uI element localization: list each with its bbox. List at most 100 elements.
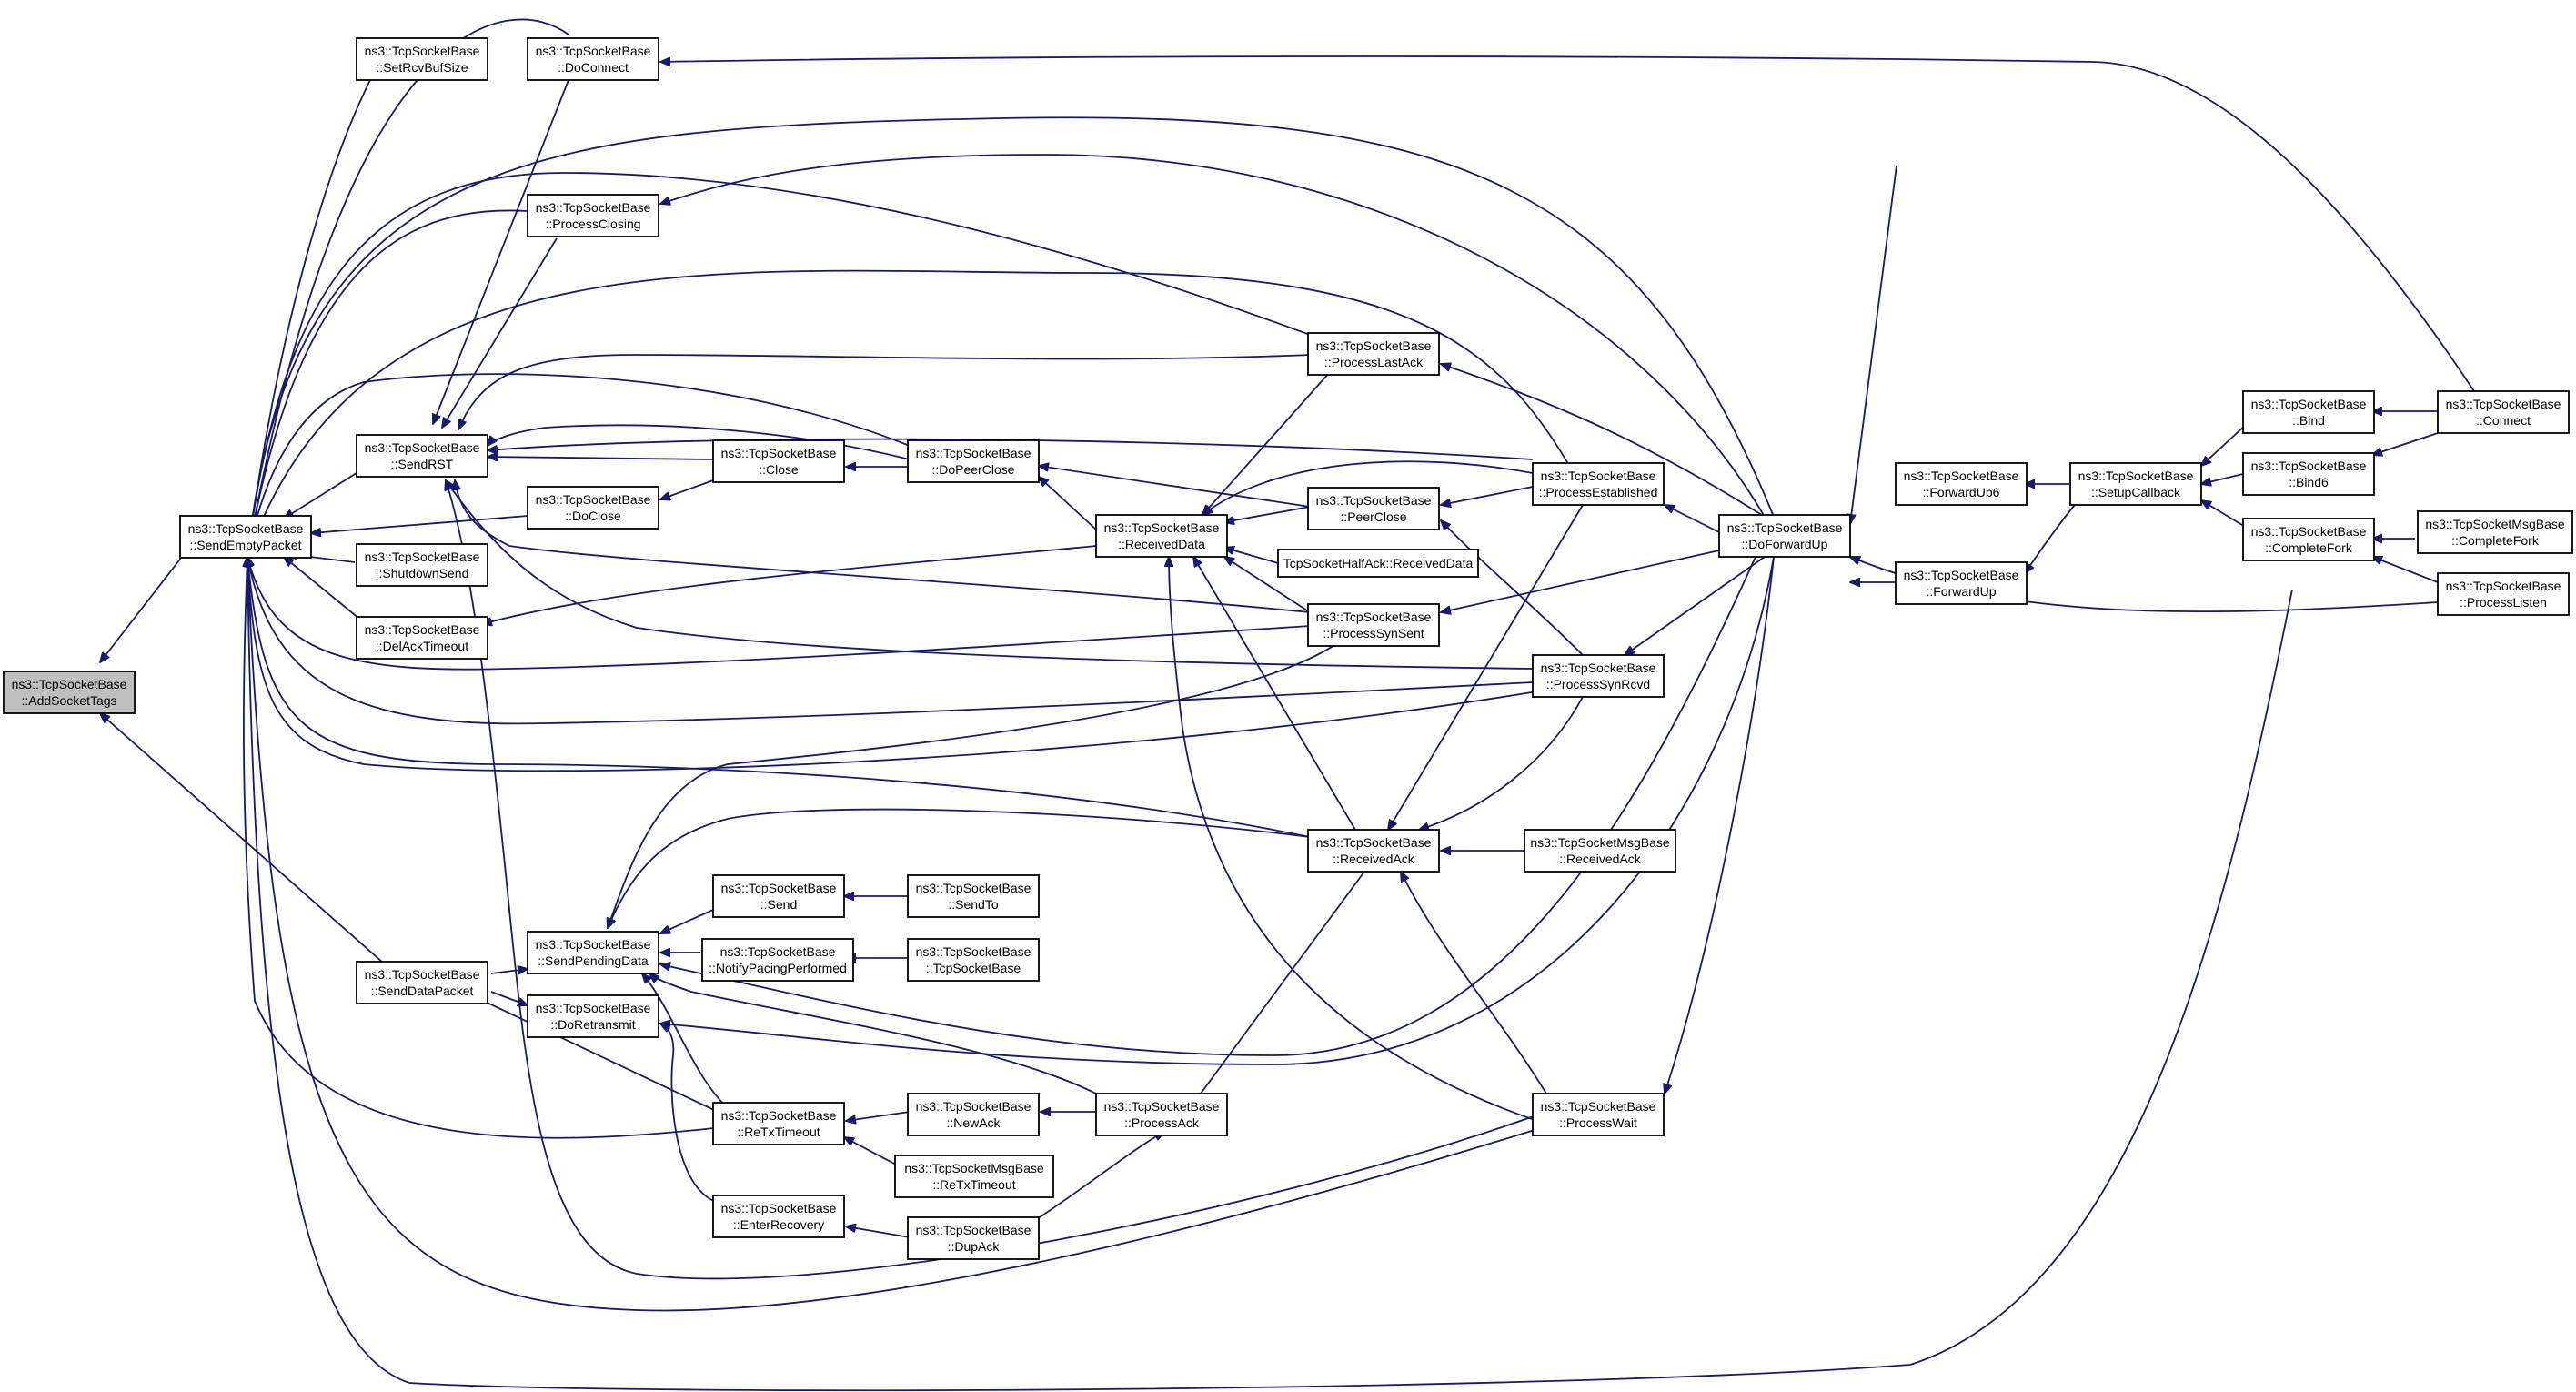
node-doretransmit-line1: ns3::TcpSocketBase bbox=[536, 1001, 651, 1015]
node-shutdownsend[interactable]: ns3::TcpSocketBase ::ShutdownSend bbox=[356, 543, 488, 587]
edge-doclose-sendemptypacket bbox=[311, 515, 528, 533]
edge-msgretxtimeout-retxtimeout bbox=[844, 1137, 897, 1165]
node-bind6-line2: ::Bind6 bbox=[2289, 475, 2329, 489]
node-dopeerclose-line2: ::DoPeerClose bbox=[931, 462, 1014, 477]
edge-send-sendpendingdata bbox=[660, 909, 714, 933]
node-sendto[interactable]: ns3::TcpSocketBase ::SendTo bbox=[907, 874, 1040, 918]
node-shutdownsend-line2: ::ShutdownSend bbox=[376, 566, 469, 580]
edge-processsynrcvd-peerclose bbox=[1441, 520, 1584, 656]
node-doconnect[interactable]: ns3::TcpSocketBase ::DoConnect bbox=[527, 37, 659, 81]
node-bind6[interactable]: ns3::TcpSocketBase ::Bind6 bbox=[2242, 452, 2375, 496]
node-dopeerclose[interactable]: ns3::TcpSocketBase ::DoPeerClose bbox=[907, 439, 1040, 483]
node-processack-line2: ::ProcessAck bbox=[1124, 1115, 1200, 1130]
node-bind-line2: ::Bind bbox=[2292, 413, 2325, 428]
node-doforwardup[interactable]: ns3::TcpSocketBase ::DoForwardUp bbox=[1718, 514, 1851, 558]
edge-peerclose-receiveddata bbox=[1224, 506, 1311, 522]
edge-dupack-processack bbox=[1036, 1132, 1164, 1220]
node-enterrecovery[interactable]: ns3::TcpSocketBase ::EnterRecovery bbox=[712, 1195, 845, 1238]
node-bind[interactable]: ns3::TcpSocketBase ::Bind bbox=[2242, 390, 2375, 434]
edge-senddatapacket-doretransmit bbox=[490, 991, 528, 1005]
node-retxtimeout[interactable]: ns3::TcpSocketBase ::ReTxTimeout bbox=[712, 1102, 845, 1145]
node-sendrst[interactable]: ns3::TcpSocketBase ::SendRST bbox=[356, 434, 488, 478]
node-receivedack[interactable]: ns3::TcpSocketBase ::ReceivedAck bbox=[1307, 829, 1440, 873]
edge-setrcvbufsize-sendemptypacket bbox=[247, 74, 374, 557]
node-receiveddata-line1: ns3::TcpSocketBase bbox=[1104, 520, 1220, 535]
edge-processack-sendpendingdata bbox=[649, 973, 1097, 1094]
node-forwardup[interactable]: ns3::TcpSocketBase ::ForwardUp bbox=[1895, 561, 2028, 605]
edge-close-sendrst bbox=[488, 457, 714, 459]
node-addsockettags[interactable]: ns3::TcpSocketBase ::AddSocketTags bbox=[3, 671, 136, 714]
node-delacktimeout-line1: ns3::TcpSocketBase bbox=[365, 622, 480, 637]
node-processsynrcvd[interactable]: ns3::TcpSocketBase ::ProcessSynRcvd bbox=[1532, 654, 1665, 698]
edge-processsynrcvd-sendemptypacket bbox=[247, 557, 1534, 725]
node-notifypacingperformed[interactable]: ns3::TcpSocketBase ::NotifyPacingPerform… bbox=[701, 938, 854, 982]
node-processlastack[interactable]: ns3::TcpSocketBase ::ProcessLastAck bbox=[1307, 332, 1440, 376]
node-processestablished-line1: ns3::TcpSocketBase bbox=[1541, 469, 1656, 483]
node-sendto-line1: ns3::TcpSocketBase bbox=[916, 881, 1031, 895]
node-processlisten[interactable]: ns3::TcpSocketBase ::ProcessListen bbox=[2437, 572, 2570, 616]
node-enterrecovery-line1: ns3::TcpSocketBase bbox=[721, 1201, 837, 1215]
node-connect[interactable]: ns3::TcpSocketBase ::Connect bbox=[2437, 390, 2570, 434]
node-completefork-line2: ::CompleteFork bbox=[2265, 540, 2353, 555]
node-sendpendingdata[interactable]: ns3::TcpSocketBase ::SendPendingData bbox=[527, 931, 659, 974]
node-doforwardup-line1: ns3::TcpSocketBase bbox=[1727, 520, 1843, 535]
node-receiveddata[interactable]: ns3::TcpSocketBase ::ReceivedData bbox=[1095, 514, 1228, 558]
node-msgretxtimeout[interactable]: ns3::TcpSocketMsgBase ::ReTxTimeout bbox=[894, 1155, 1054, 1198]
node-forwardup6[interactable]: ns3::TcpSocketBase ::ForwardUp6 bbox=[1895, 462, 2028, 506]
node-processclosing[interactable]: ns3::TcpSocketBase ::ProcessClosing bbox=[527, 194, 659, 237]
node-msgreceivedack[interactable]: ns3::TcpSocketMsgBase ::ReceivedAck bbox=[1524, 829, 1676, 873]
node-processestablished-line2: ::ProcessEstablished bbox=[1539, 485, 1658, 499]
edge-completefork-setupcallback bbox=[2201, 500, 2248, 529]
node-sendpendingdata-line1: ns3::TcpSocketBase bbox=[536, 937, 651, 952]
node-doconnect-line1: ns3::TcpSocketBase bbox=[536, 44, 651, 58]
node-dupack-line1: ns3::TcpSocketBase bbox=[916, 1223, 1031, 1237]
node-bind6-line1: ns3::TcpSocketBase bbox=[2251, 459, 2367, 473]
edge-processestablished-receivedack bbox=[1388, 504, 1584, 830]
node-sendemptypacket[interactable]: ns3::TcpSocketBase ::SendEmptyPacket bbox=[179, 515, 312, 559]
edge-senddatapacket-sendpendingdata bbox=[490, 969, 528, 973]
node-processack[interactable]: ns3::TcpSocketBase ::ProcessAck bbox=[1095, 1093, 1228, 1136]
node-receiveddata-line2: ::ReceivedData bbox=[1118, 537, 1205, 551]
node-setupcallback-line1: ns3::TcpSocketBase bbox=[2078, 469, 2194, 483]
node-send[interactable]: ns3::TcpSocketBase ::Send bbox=[712, 874, 845, 918]
node-setupcallback[interactable]: ns3::TcpSocketBase ::SetupCallback bbox=[2069, 462, 2202, 506]
node-doforwardup-line2: ::DoForwardUp bbox=[1742, 537, 1828, 551]
node-peerclose[interactable]: ns3::TcpSocketBase ::PeerClose bbox=[1307, 487, 1440, 530]
node-senddatapacket-line1: ns3::TcpSocketBase bbox=[365, 967, 480, 982]
edge-close-doclose bbox=[660, 479, 714, 499]
node-processlisten-line2: ::ProcessListen bbox=[2460, 595, 2547, 610]
node-processack-line1: ns3::TcpSocketBase bbox=[1104, 1099, 1220, 1114]
node-forwardup-line1: ns3::TcpSocketBase bbox=[1904, 568, 2019, 582]
node-halfackreceiveddata[interactable]: TcpSocketHalfAck::ReceivedData bbox=[1277, 549, 1479, 578]
node-senddatapacket[interactable]: ns3::TcpSocketBase ::SendDataPacket bbox=[356, 961, 488, 1004]
node-msgcompletefork[interactable]: ns3::TcpSocketMsgBase ::CompleteFork bbox=[2417, 510, 2573, 554]
node-processsynsent[interactable]: ns3::TcpSocketBase ::ProcessSynSent bbox=[1307, 603, 1440, 647]
edge-processclosing-sendemptypacket bbox=[247, 209, 528, 557]
node-enterrecovery-line2: ::EnterRecovery bbox=[733, 1217, 824, 1232]
node-completefork[interactable]: ns3::TcpSocketBase ::CompleteFork bbox=[2242, 518, 2375, 561]
node-msgreceivedack-line2: ::ReceivedAck bbox=[1559, 852, 1641, 866]
node-processwait[interactable]: ns3::TcpSocketBase ::ProcessWait bbox=[1532, 1093, 1665, 1136]
edge-doforwardup-processsynsent bbox=[1441, 550, 1720, 612]
edge-halfack-receiveddata bbox=[1224, 548, 1279, 564]
edge-processclosing-sendrst bbox=[442, 237, 558, 428]
edge-dopeerclose-sendemptypacket bbox=[247, 373, 911, 557]
node-tcpsocketbase[interactable]: ns3::TcpSocketBase ::TcpSocketBase bbox=[907, 938, 1040, 982]
node-close[interactable]: ns3::TcpSocketBase ::Close bbox=[712, 439, 845, 483]
node-delacktimeout[interactable]: ns3::TcpSocketBase ::DelAckTimeout bbox=[356, 616, 488, 660]
node-processestablished[interactable]: ns3::TcpSocketBase ::ProcessEstablished bbox=[1532, 462, 1665, 506]
edge-receivedack-receiveddata bbox=[1193, 557, 1356, 831]
node-send-line1: ns3::TcpSocketBase bbox=[721, 881, 837, 895]
edge-doforwardup-sendpendingdata bbox=[660, 556, 1756, 1056]
node-completefork-line1: ns3::TcpSocketBase bbox=[2251, 524, 2367, 539]
node-setrcvbufsize-line2: ::SetRcvBufSize bbox=[376, 60, 468, 75]
node-newack[interactable]: ns3::TcpSocketBase ::NewAck bbox=[907, 1093, 1040, 1136]
edge-retxtimeout-sendemptypacket bbox=[244, 557, 715, 1139]
node-doretransmit[interactable]: ns3::TcpSocketBase ::DoRetransmit bbox=[527, 994, 659, 1038]
node-setrcvbufsize[interactable]: ns3::TcpSocketBase ::SetRcvBufSize bbox=[356, 37, 488, 81]
node-msgretxtimeout-line1: ns3::TcpSocketMsgBase bbox=[904, 1161, 1044, 1175]
edge-processsynrcvd-receivedack bbox=[1419, 696, 1584, 830]
node-dupack[interactable]: ns3::TcpSocketBase ::DupAck bbox=[907, 1216, 1040, 1260]
node-doclose[interactable]: ns3::TcpSocketBase ::DoClose bbox=[527, 486, 659, 530]
